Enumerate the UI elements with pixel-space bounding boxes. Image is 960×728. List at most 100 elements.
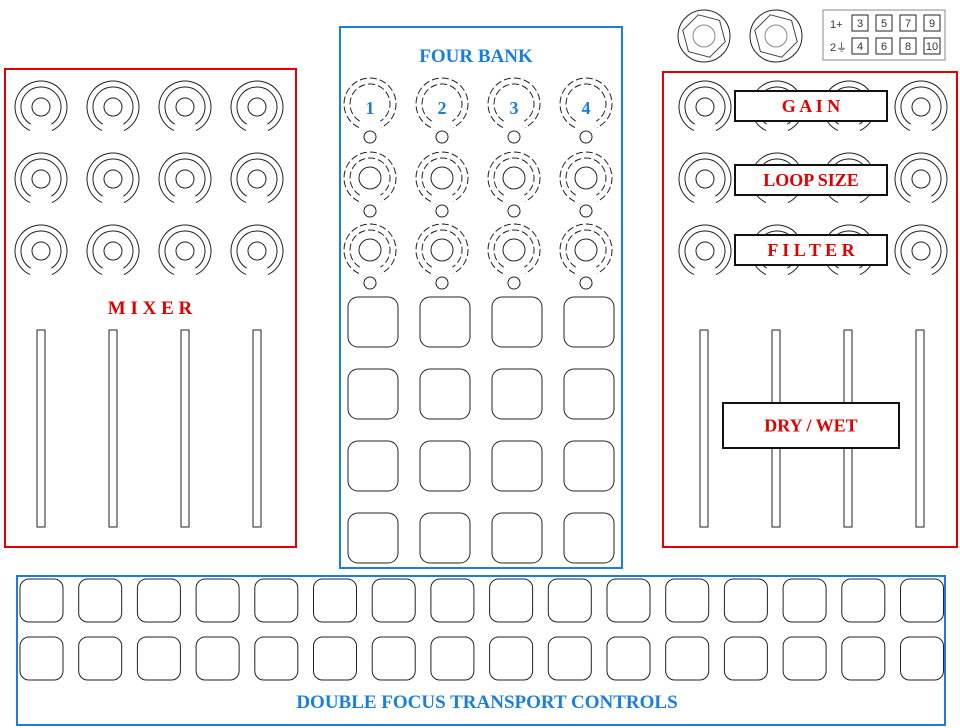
bank-knob[interactable]: 3	[487, 77, 541, 144]
bank-pad[interactable]	[563, 512, 615, 564]
bank-pad[interactable]	[347, 440, 399, 492]
knob-cap	[911, 169, 931, 189]
transport-pad[interactable]	[489, 578, 534, 623]
mixer-knob[interactable]	[14, 224, 68, 276]
led-indicator	[435, 130, 449, 144]
bank-knob[interactable]	[343, 151, 397, 218]
transport-pad[interactable]	[782, 578, 827, 623]
bank-pad[interactable]	[491, 512, 543, 564]
bank-pad[interactable]	[419, 296, 471, 348]
transport-pad[interactable]	[665, 578, 710, 623]
transport-pad[interactable]	[430, 636, 475, 681]
bank-pad[interactable]	[347, 512, 399, 564]
transport-pad[interactable]	[430, 578, 475, 623]
fx-knob[interactable]	[894, 152, 948, 204]
fx-knob[interactable]	[678, 80, 732, 132]
knob-cap	[103, 169, 123, 189]
bank-pad[interactable]	[419, 512, 471, 564]
fx-fader[interactable]	[699, 329, 709, 528]
transport-pad[interactable]	[665, 636, 710, 681]
mixer-knob[interactable]	[230, 224, 284, 276]
transport-pad[interactable]	[136, 636, 181, 681]
transport-pad[interactable]	[313, 578, 357, 623]
bank-pad[interactable]	[491, 296, 543, 348]
transport-pad[interactable]	[900, 636, 944, 681]
bank-pad[interactable]	[491, 440, 543, 492]
mixer-knob[interactable]	[14, 152, 68, 204]
bank-knob[interactable]	[415, 223, 469, 290]
mixer-knob[interactable]	[158, 80, 212, 132]
transport-pad[interactable]	[841, 578, 886, 623]
bank-knob[interactable]	[487, 223, 541, 290]
bank-knob[interactable]: 1	[343, 77, 397, 144]
led-indicator	[435, 276, 449, 290]
transport-pad[interactable]	[606, 578, 651, 623]
transport-pad[interactable]	[841, 636, 886, 681]
led-indicator	[363, 276, 377, 290]
mixer-knob[interactable]	[158, 224, 212, 276]
mixer-knob[interactable]	[86, 80, 140, 132]
fx-knob[interactable]	[678, 152, 732, 204]
gain-label: G A I N	[782, 96, 841, 116]
mixer-knob[interactable]	[86, 224, 140, 276]
mixer-knob[interactable]	[14, 80, 68, 132]
mixer-knob[interactable]	[230, 152, 284, 204]
bank-pad[interactable]	[563, 440, 615, 492]
mixer-knob[interactable]	[230, 80, 284, 132]
transport-pad[interactable]	[195, 578, 240, 623]
transport-pad[interactable]	[489, 636, 534, 681]
encoder-knob[interactable]	[677, 9, 731, 63]
bank-pad[interactable]	[563, 368, 615, 420]
bank-pad[interactable]	[347, 368, 399, 420]
io-jack-number: 3	[857, 18, 863, 30]
transport-pad[interactable]	[19, 636, 64, 681]
transport-pad[interactable]	[78, 636, 123, 681]
knob-cap	[574, 238, 598, 262]
mixer-knob[interactable]	[86, 152, 140, 204]
io-jack	[875, 37, 893, 55]
transport-pad[interactable]	[254, 636, 299, 681]
fx-knob[interactable]	[894, 224, 948, 276]
transport-pad[interactable]	[78, 578, 123, 623]
transport-pad[interactable]	[606, 636, 651, 681]
transport-pad[interactable]	[723, 578, 768, 623]
bank-knob[interactable]	[343, 223, 397, 290]
transport-pad[interactable]	[900, 578, 944, 623]
transport-pad[interactable]	[782, 636, 827, 681]
mixer-fader[interactable]	[36, 329, 46, 528]
transport-pad[interactable]	[254, 578, 299, 623]
bank-pad[interactable]	[491, 368, 543, 420]
io-jack-number: 9	[929, 18, 935, 30]
transport-pad[interactable]	[547, 636, 592, 681]
transport-pad[interactable]	[547, 578, 592, 623]
fx-knob[interactable]	[678, 224, 732, 276]
transport-pad[interactable]	[723, 636, 768, 681]
dry-wet-label-box	[722, 402, 900, 449]
io-jack-number: 4	[857, 41, 863, 53]
transport-pad[interactable]	[136, 578, 181, 623]
knob-cap	[695, 97, 715, 117]
fx-fader[interactable]	[915, 329, 925, 528]
io-jack-number: 10	[926, 41, 938, 53]
bank-knob[interactable]	[559, 223, 613, 290]
bank-knob[interactable]	[559, 151, 613, 218]
bank-knob[interactable]: 4	[559, 77, 613, 144]
mixer-fader[interactable]	[180, 329, 190, 528]
transport-pad[interactable]	[19, 578, 64, 623]
encoder-knob[interactable]	[749, 9, 803, 63]
bank-pad[interactable]	[419, 440, 471, 492]
transport-pad[interactable]	[313, 636, 357, 681]
mixer-fader[interactable]	[108, 329, 118, 528]
transport-pad[interactable]	[371, 578, 416, 623]
mixer-knob[interactable]	[158, 152, 212, 204]
bank-pad[interactable]	[563, 296, 615, 348]
transport-pad[interactable]	[371, 636, 416, 681]
bank-knob[interactable]	[415, 151, 469, 218]
fx-knob[interactable]	[894, 80, 948, 132]
bank-pad[interactable]	[419, 368, 471, 420]
bank-knob[interactable]	[487, 151, 541, 218]
transport-pad[interactable]	[195, 636, 240, 681]
mixer-fader[interactable]	[252, 329, 262, 528]
bank-knob[interactable]: 2	[415, 77, 469, 144]
bank-pad[interactable]	[347, 296, 399, 348]
